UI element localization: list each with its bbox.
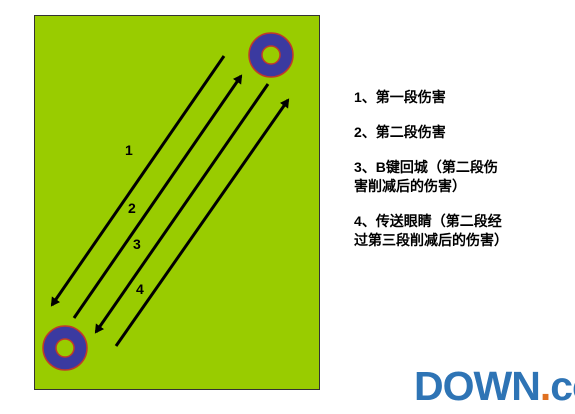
arrow-4 (114, 98, 290, 347)
top-ring (248, 32, 294, 78)
legend-item-3: 3、B键回城（第二段伤害削减后的伤害） (354, 159, 498, 194)
arrow-3 (94, 83, 270, 334)
path-label-4: 4 (136, 281, 144, 297)
watermark-part-1: DOWN (414, 363, 541, 409)
path-label-2: 2 (128, 200, 136, 216)
arrow-2 (72, 74, 243, 319)
legend: 1、第一段伤害 2、第二段伤害 3、B键回城（第二段伤害削减后的伤害） 4、传送… (354, 88, 508, 266)
legend-item-1: 1、第一段伤害 (354, 89, 446, 105)
path-label-3: 3 (133, 236, 141, 252)
arrow-1 (50, 55, 226, 307)
down-cc-watermark: DOWN.cc (414, 366, 575, 407)
path-label-1: 1 (125, 142, 133, 158)
bottom-ring (42, 325, 88, 371)
watermark-part-3: cc (550, 363, 575, 409)
legend-item-4: 4、传送眼睛（第二段经过第三段削减后的伤害） (354, 213, 508, 248)
legend-item-2: 2、第二段伤害 (354, 124, 446, 140)
watermark-part-2: . (539, 363, 551, 409)
